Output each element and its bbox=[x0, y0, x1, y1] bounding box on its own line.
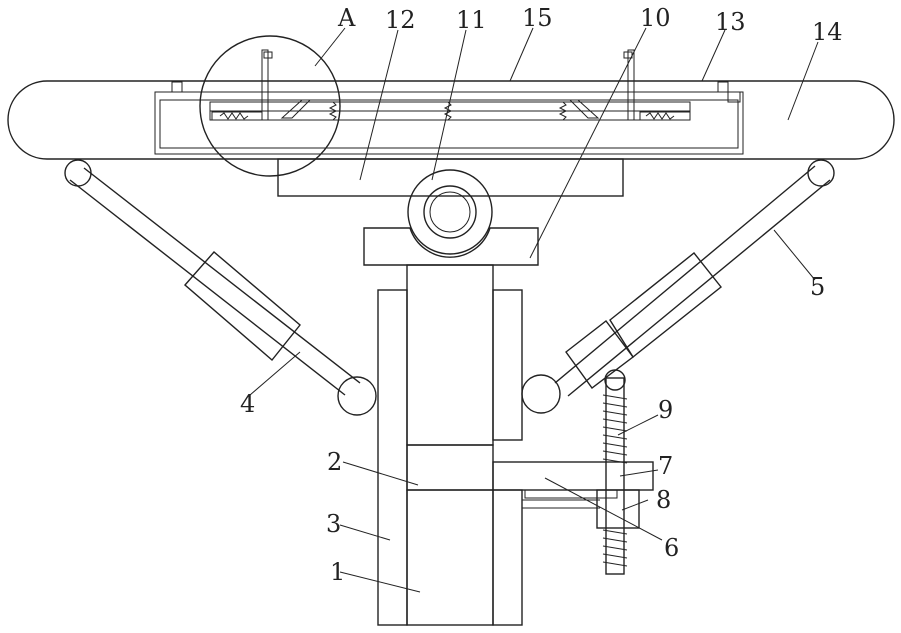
leader-lines bbox=[250, 28, 818, 592]
label-3: 3 bbox=[326, 510, 341, 538]
label-11: 11 bbox=[456, 6, 487, 34]
callout-labels: A 12 11 15 10 13 14 5 4 9 7 2 8 3 6 1 bbox=[240, 4, 843, 586]
ring-bearing bbox=[408, 170, 492, 254]
label-4: 4 bbox=[240, 390, 255, 418]
sleeve-right-upper bbox=[493, 290, 522, 440]
label-2: 2 bbox=[327, 448, 342, 476]
label-a: A bbox=[337, 4, 356, 32]
label-12: 12 bbox=[385, 6, 416, 34]
sleeve-left bbox=[378, 290, 407, 625]
top-plate bbox=[8, 50, 894, 159]
label-10: 10 bbox=[640, 4, 671, 32]
label-5: 5 bbox=[810, 273, 825, 301]
threaded-rod bbox=[603, 370, 627, 574]
label-7: 7 bbox=[658, 452, 673, 480]
label-8: 8 bbox=[656, 486, 671, 514]
sleeve-right-lower bbox=[493, 490, 522, 625]
label-13: 13 bbox=[715, 8, 746, 36]
label-6: 6 bbox=[664, 534, 679, 562]
label-14: 14 bbox=[812, 18, 843, 46]
detail-circle-a bbox=[200, 36, 340, 176]
right-strut bbox=[522, 160, 834, 413]
seat-block bbox=[364, 228, 538, 265]
left-strut bbox=[65, 160, 376, 415]
lower-plate bbox=[278, 159, 623, 196]
label-1: 1 bbox=[330, 558, 345, 586]
label-15: 15 bbox=[522, 4, 553, 32]
column bbox=[407, 265, 493, 625]
gear-rack bbox=[493, 462, 653, 508]
label-9: 9 bbox=[658, 396, 673, 424]
